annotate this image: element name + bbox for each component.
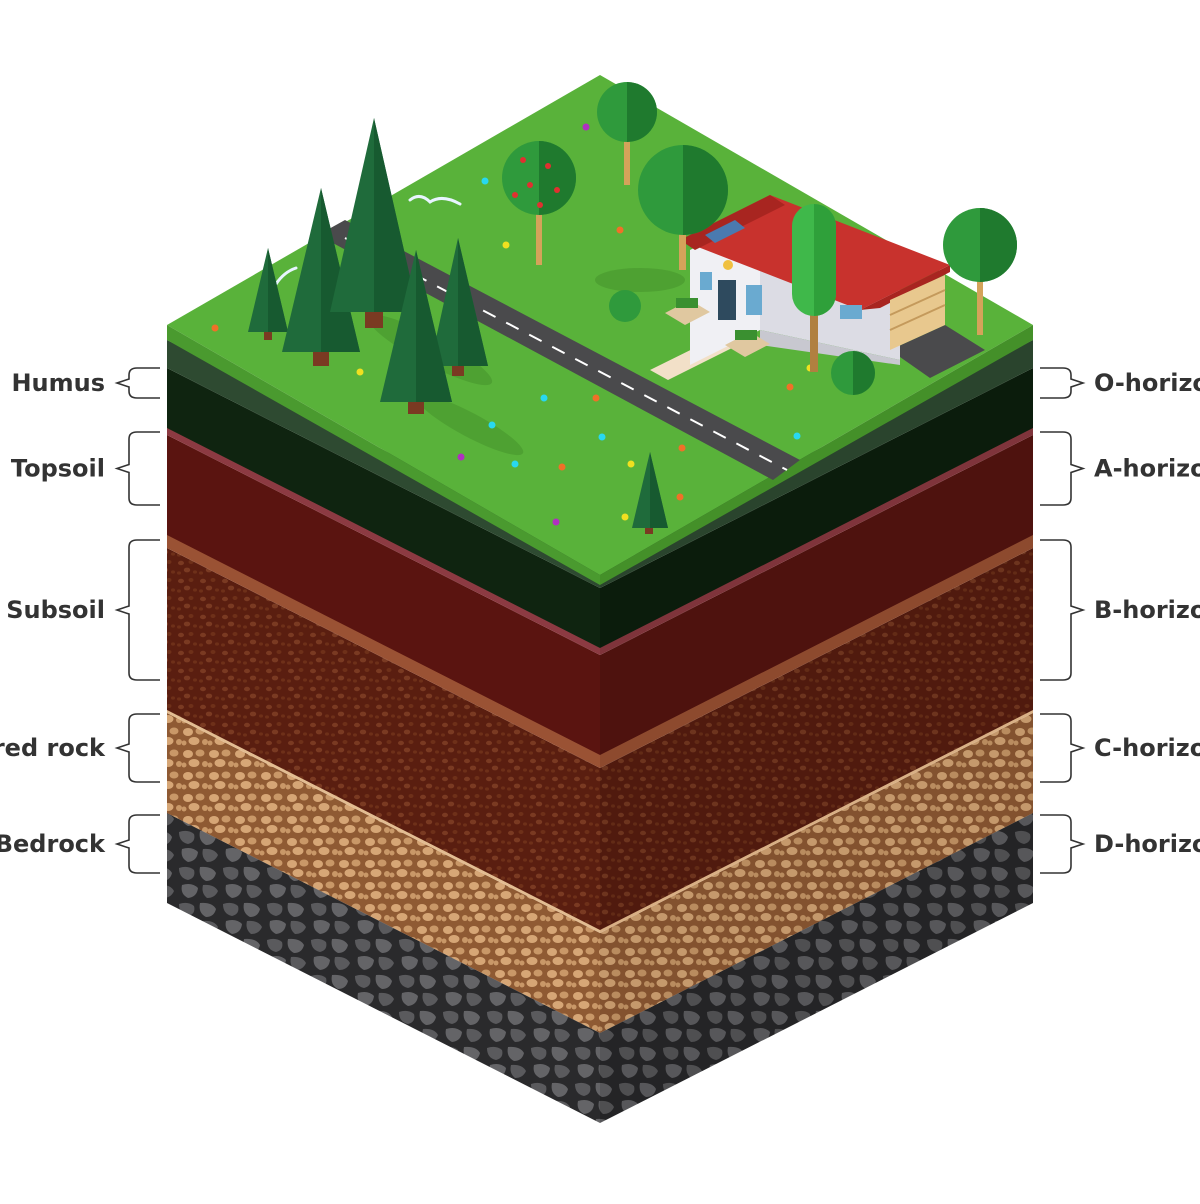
o-horizon-bracket (1040, 367, 1086, 399)
weathered-rock-bracket (114, 713, 160, 783)
subsoil-label: Subsoil (6, 596, 105, 624)
conifer-trees (248, 118, 668, 534)
c-horizon-bracket (1040, 713, 1086, 783)
humus-bracket (114, 367, 160, 399)
a-horizon-bracket (1040, 431, 1086, 506)
o-horizon-label: O-horizo (1094, 369, 1200, 397)
topsoil-bracket (114, 431, 160, 506)
b-horizon-label: B-horizo (1094, 596, 1200, 624)
d-horizon-bracket (1040, 814, 1086, 874)
humus-layer (167, 340, 1033, 648)
driveway (890, 325, 985, 378)
brackets (114, 367, 1086, 874)
d-horizon-label: D-horizo (1094, 830, 1200, 858)
birds (274, 195, 462, 286)
bedrock-bracket (114, 814, 160, 874)
weathered-rock-label: ered rock (0, 734, 106, 762)
b-horizon-bracket (1040, 539, 1086, 681)
c-horizon-label: C-horizo (1094, 734, 1200, 762)
flowers (211, 123, 814, 526)
planters (665, 298, 770, 357)
subsoil-bracket (114, 539, 160, 681)
topsoil-label: Topsoil (11, 455, 105, 483)
humus-label: Humus (11, 369, 105, 397)
deciduous-trees (502, 82, 1017, 395)
bedrock-label: Bedrock (0, 830, 106, 858)
a-horizon-label: A-horizo (1094, 455, 1200, 483)
